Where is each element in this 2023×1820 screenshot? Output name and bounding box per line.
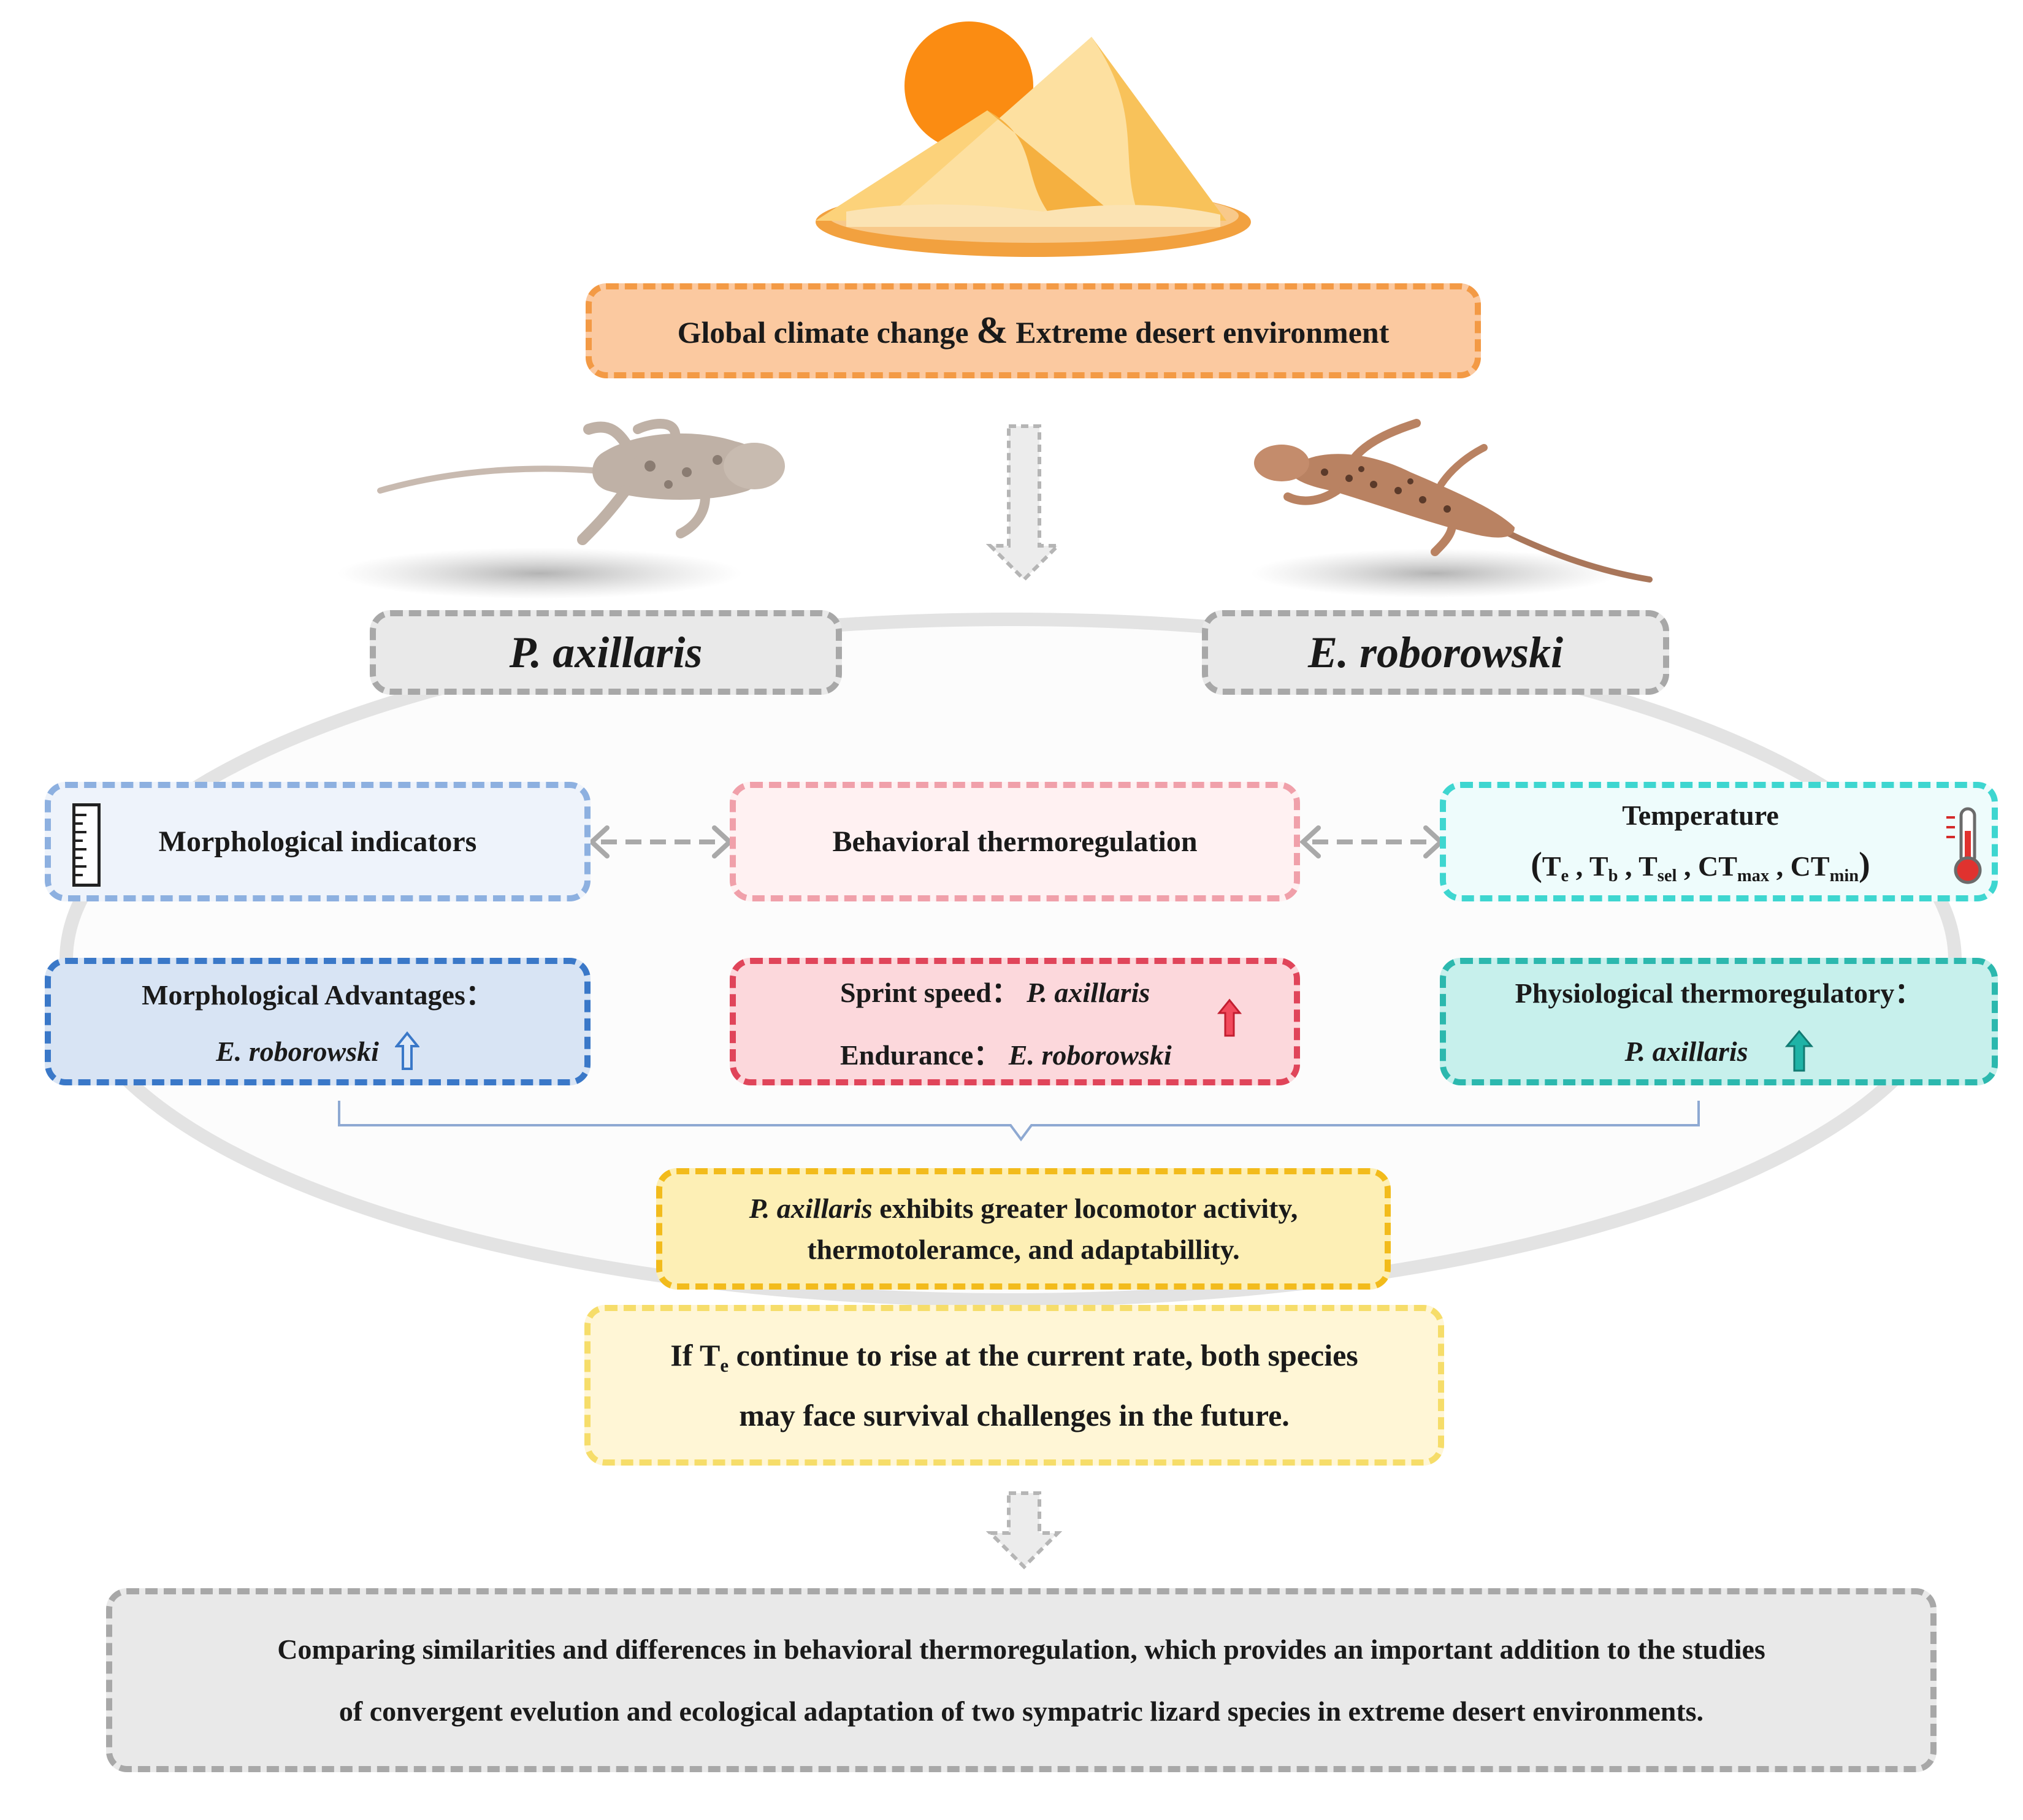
sprint-speed-label: Sprint speed： bbox=[840, 977, 1020, 1008]
species-label-left: P. axillaris bbox=[509, 627, 703, 677]
lizard-shadow bbox=[337, 548, 742, 599]
up-arrow-icon bbox=[1784, 1030, 1813, 1072]
locomotion-box: Sprint speed： P. axillaris Endurance： E.… bbox=[730, 958, 1300, 1085]
lizard-icon bbox=[377, 419, 785, 545]
species-box-left: P. axillaris bbox=[370, 610, 842, 695]
endurance-label: Endurance： bbox=[840, 1039, 1002, 1071]
desert-sun-icon bbox=[816, 21, 1251, 257]
sprint-speed-species: P. axillaris bbox=[1027, 977, 1150, 1008]
lizard-shadow bbox=[1251, 549, 1619, 598]
species-box-right: E. roborowski bbox=[1202, 610, 1669, 695]
conclusion-line2: of convergent evelution and ecological a… bbox=[338, 1696, 1704, 1727]
temperature-title: Temperature bbox=[1622, 800, 1779, 831]
climate-change-box: Global climate change & Extreme desert e… bbox=[586, 283, 1481, 378]
behavioral-thermoregulation-box: Behavioral thermoregulation bbox=[730, 782, 1300, 901]
warning-box: If Te continue to rise at the current ra… bbox=[584, 1305, 1444, 1466]
down-arrow-icon bbox=[985, 424, 1063, 1570]
morphological-indicators-box: Morphological indicators bbox=[45, 782, 591, 901]
temperature-params: (Te , Tb , Tsel , CTmax , CTmin) bbox=[1531, 846, 1870, 886]
climate-change-text: Global climate change & Extreme desert e… bbox=[677, 310, 1390, 351]
endurance-species: E. roborowski bbox=[1008, 1039, 1172, 1071]
summary-line1: exhibits greater locomotor activity, bbox=[872, 1193, 1298, 1224]
morphological-advantages-species: E. roborowski bbox=[216, 1035, 379, 1067]
bracket-connector bbox=[338, 1101, 1700, 1142]
conclusion-box: Comparing similarities and differences i… bbox=[106, 1588, 1937, 1772]
summary-species: P. axillaris bbox=[749, 1193, 873, 1224]
up-arrow-icon bbox=[394, 1031, 419, 1070]
temperature-box: Temperature (Te , Tb , Tsel , CTmax , CT… bbox=[1440, 782, 1998, 901]
physiological-thermoregulatory-label: Physiological thermoregulatory： bbox=[1515, 977, 1923, 1009]
warning-line1: continue to rise at the current rate, bo… bbox=[729, 1338, 1358, 1372]
behavioral-thermoregulation-label: Behavioral thermoregulation bbox=[832, 825, 1198, 858]
summary-line2: thermotoleramce, and adaptabillity. bbox=[807, 1234, 1240, 1265]
conclusion-line1: Comparing similarities and differences i… bbox=[277, 1634, 1765, 1665]
ruler-icon bbox=[72, 803, 101, 887]
morphological-indicators-label: Morphological indicators bbox=[158, 825, 477, 858]
up-arrow-icon bbox=[1217, 998, 1242, 1037]
lizard-icon bbox=[1254, 419, 1653, 583]
physiological-thermoregulatory-box: Physiological thermoregulatory： P. axill… bbox=[1440, 958, 1998, 1085]
physiological-thermoregulatory-species: P. axillaris bbox=[1624, 1035, 1748, 1067]
thermometer-icon bbox=[1945, 806, 1984, 886]
morphological-advantages-label: Morphological Advantages： bbox=[142, 979, 494, 1011]
species-label-right: E. roborowski bbox=[1307, 627, 1564, 677]
summary-box: P. axillaris exhibits greater locomotor … bbox=[656, 1168, 1391, 1290]
morphological-advantages-box: Morphological Advantages： E. roborowski bbox=[45, 958, 591, 1085]
warning-line2: may face survival challenges in the futu… bbox=[739, 1398, 1290, 1432]
